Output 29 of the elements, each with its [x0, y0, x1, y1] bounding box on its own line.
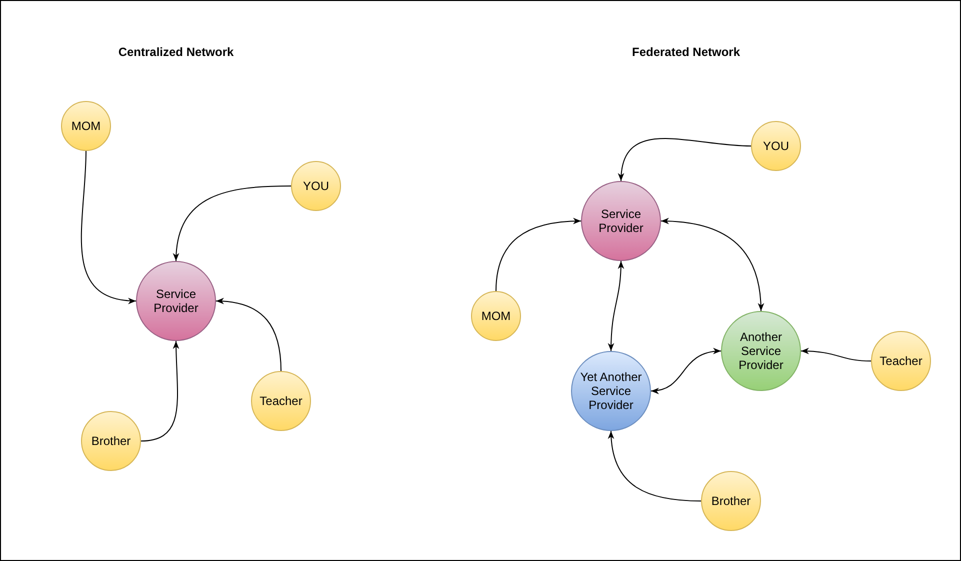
node-label: Service Provider [152, 287, 200, 315]
node-label: Service Provider [598, 207, 644, 235]
node-label: Another Service Provider [738, 330, 784, 372]
curved-arrow [80, 150, 136, 304]
curved-arrow [496, 218, 582, 292]
node-label: YOU [762, 139, 790, 153]
curved-arrow [650, 348, 722, 394]
curved-arrow [173, 186, 292, 262]
curved-arrow [608, 260, 624, 352]
person-circle [291, 161, 341, 211]
person-circle [471, 291, 521, 341]
node-label: Teacher [258, 394, 304, 408]
node-label: Brother [90, 434, 132, 448]
curved-arrow [140, 340, 180, 442]
node-label: Yet Another Service Provider [579, 370, 643, 412]
curved-arrow [800, 348, 872, 362]
node-label: Teacher [878, 354, 924, 368]
curved-arrow [608, 430, 702, 502]
curved-arrow [618, 138, 752, 182]
node-label: YOU [302, 179, 330, 193]
person-circle [751, 121, 801, 171]
curved-arrow [216, 298, 282, 372]
node-label: MOM [480, 309, 512, 323]
node-label: MOM [70, 119, 102, 133]
section-title: Centralized Network [118, 45, 234, 59]
section-title: Federated Network [632, 45, 740, 59]
node-label: Brother [710, 494, 752, 508]
curved-arrow [660, 218, 764, 312]
person-circle [61, 101, 111, 151]
